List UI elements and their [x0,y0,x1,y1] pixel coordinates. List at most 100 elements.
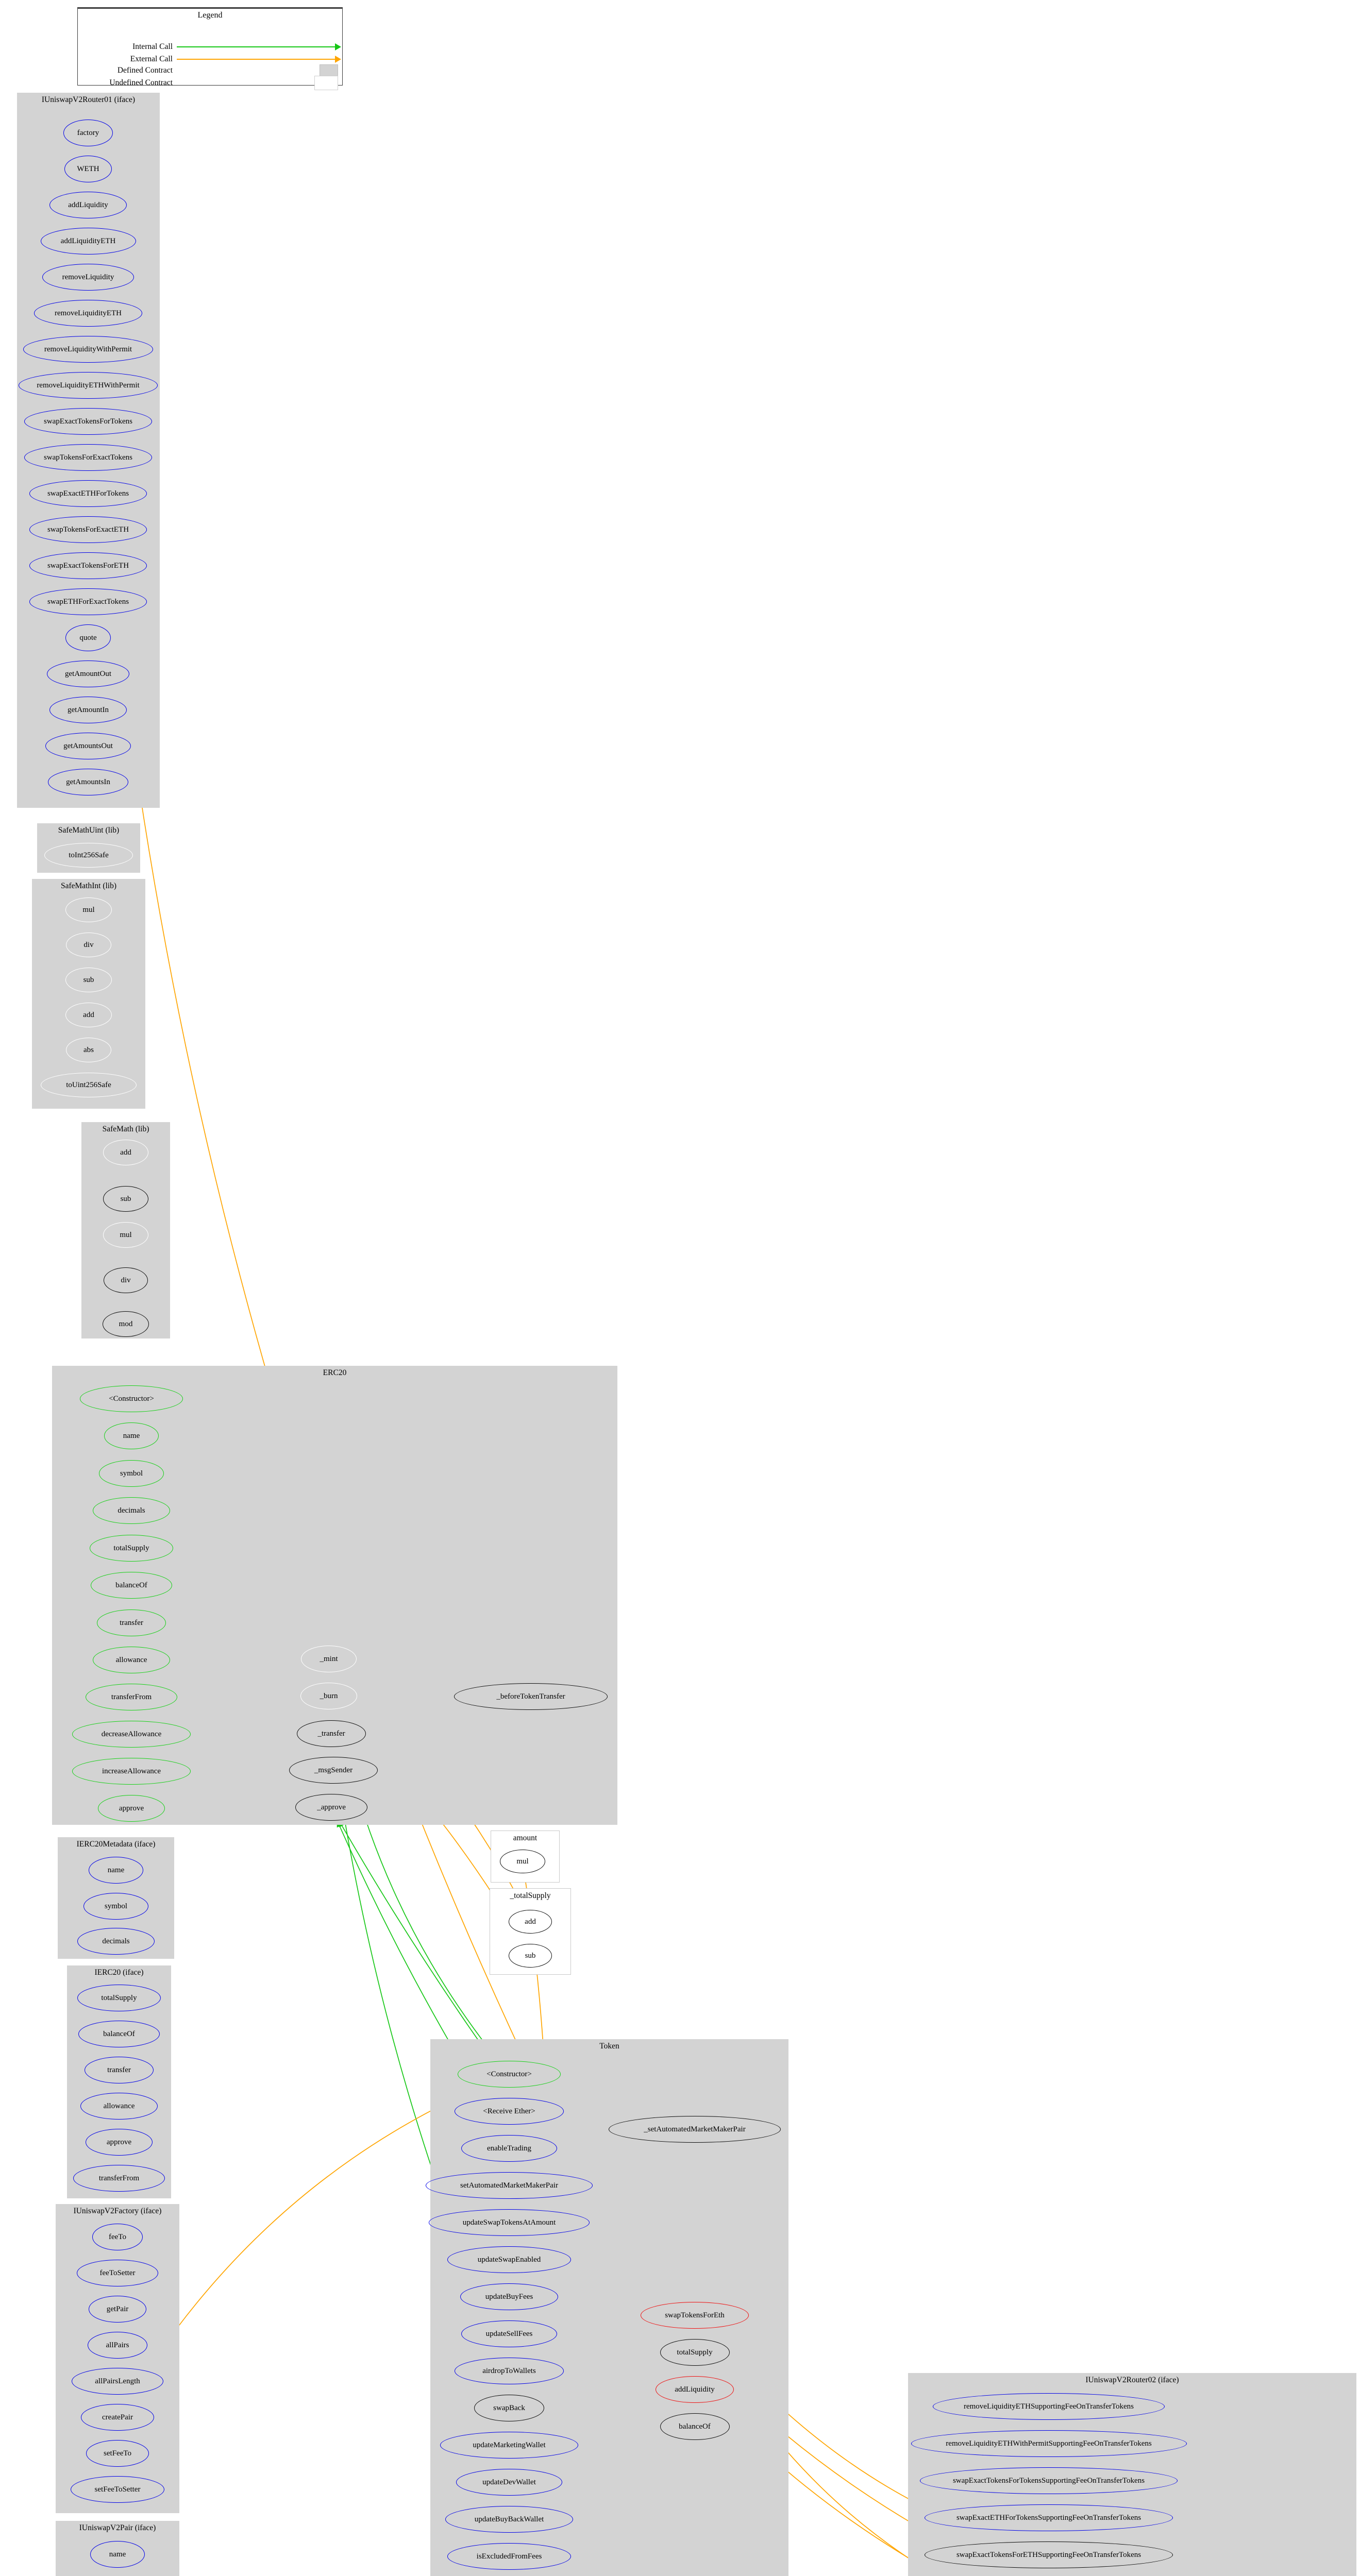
node-r1.swapTokensForExactTokens: swapTokensForExactTokens [24,444,152,471]
node-tok.enableTrading: enableTrading [461,2135,557,2162]
legend-title: Legend [197,11,223,20]
node-tok.swapTokensForEth: swapTokensForEth [641,2302,749,2329]
cluster-label-smi: SafeMathInt (lib) [60,882,117,890]
node-i20.transferFrom: transferFrom [73,2165,165,2192]
node-fac.allPairsLength: allPairsLength [72,2368,163,2395]
node-erc20.transferFrom: transferFrom [86,1684,177,1710]
node-i20.approve: approve [86,2129,153,2156]
node-erc20._approve: _approve [295,1794,367,1821]
node-erc20._burn: _burn [300,1683,357,1709]
cluster-label-r2: IUniswapV2Router02 (iface) [1085,2376,1179,2384]
node-erc20.name: name [104,1422,159,1449]
node-smi.mul: mul [65,897,112,922]
node-r1.getAmountsIn: getAmountsIn [48,769,128,795]
node-r1.swapExactETHForTokens: swapExactETHForTokens [29,480,147,507]
node-meta.symbol: symbol [83,1893,148,1920]
node-tok.updateMarketingWallet: updateMarketingWallet [440,2432,578,2459]
node-r2.removeLiqPermitFee: removeLiquidityETHWithPermitSupportingFe… [911,2430,1187,2457]
node-fac.feeToSetter: feeToSetter [77,2260,158,2286]
node-erc20.totalSupply: totalSupply [90,1535,173,1562]
node-r1.removeLiquidityWithPermit: removeLiquidityWithPermit [23,336,153,363]
node-tok.isExcludedFromFees: isExcludedFromFees [447,2543,571,2570]
node-r2.swapTokETHFee: swapExactTokensForETHSupportingFeeOnTran… [925,2541,1173,2568]
node-meta.name: name [89,1857,143,1884]
node-i20.allowance: allowance [80,2093,158,2120]
node-smi.abs: abs [66,1038,111,1062]
node-smi.div: div [66,933,111,957]
node-r1.factory: factory [63,120,113,146]
node-fac.setFeeTo: setFeeTo [86,2440,149,2467]
node-erc20._beforeTokenTransfer: _beforeTokenTransfer [454,1683,608,1710]
node-tok._setAMM: _setAutomatedMarketMakerPair [609,2116,781,2143]
node-r1.addLiquidityETH: addLiquidityETH [40,228,136,255]
node-tok.updateSwapEnabled: updateSwapEnabled [447,2246,571,2273]
node-r1.WETH: WETH [64,156,112,182]
legend-internal-call-label: Internal Call [132,42,173,51]
node-r2.swapETHTokFee: swapExactETHForTokensSupportingFeeOnTran… [925,2504,1173,2531]
internal-call-arrow-icon [176,41,342,53]
node-smu.toInt256Safe: toInt256Safe [44,843,133,868]
node-erc20.transfer: transfer [97,1609,166,1636]
node-i20.balanceOf: balanceOf [78,2021,160,2047]
legend-external-call-label: External Call [130,55,173,63]
node-erc20.approve: approve [98,1795,165,1822]
cluster-fac: IUniswapV2Factory (iface) [56,2204,179,2513]
node-erc20.increaseAllowance: increaseAllowance [72,1758,191,1785]
node-fac.setFeeToSetter: setFeeToSetter [71,2476,164,2503]
cluster-label-fac: IUniswapV2Factory (iface) [73,2207,162,2215]
node-meta.decimals: decimals [77,1928,155,1955]
node-tok.totalSupply: totalSupply [660,2339,730,2366]
node-tok.updateDevWallet: updateDevWallet [456,2469,562,2496]
node-i20.totalSupply: totalSupply [77,1985,161,2011]
node-tok.updateBuyFees: updateBuyFees [460,2283,558,2310]
node-r2.removeLiqFee: removeLiquidityETHSupportingFeeOnTransfe… [933,2393,1165,2420]
node-r1.swapExactTokensForTokens: swapExactTokensForTokens [24,408,152,435]
node-tok.receive: <Receive Ether> [455,2098,564,2125]
cluster-label-r1: IUniswapV2Router01 (iface) [41,95,136,104]
undefined-contract-swatch [314,76,338,90]
node-r1.addLiquidity: addLiquidity [49,192,127,218]
cluster-label-meta: IERC20Metadata (iface) [76,1840,156,1849]
node-erc20.decreaseAllowance: decreaseAllowance [72,1721,191,1748]
node-smi.sub: sub [65,968,112,992]
node-fac.createPair: createPair [81,2404,154,2431]
node-ts.sub: sub [509,1944,552,1968]
node-erc20._transfer: _transfer [297,1720,366,1747]
node-smi.toUint256Safe: toUint256Safe [41,1073,137,1097]
cluster-label-tok: Token [599,2042,619,2050]
node-erc20._msgSender: _msgSender [289,1757,378,1784]
node-r1.removeLiquidityETH: removeLiquidityETH [34,300,142,327]
node-r1.swapTokensForExactETH: swapTokensForExactETH [29,516,147,543]
node-erc20.ctor: <Constructor> [80,1385,183,1412]
node-erc20.allowance: allowance [93,1647,170,1673]
node-amt.mul: mul [500,1850,545,1873]
node-sm.mul: mul [103,1222,148,1248]
cluster-label-i20: IERC20 (iface) [94,1968,144,1977]
node-fac.feeTo: feeTo [92,2224,143,2250]
node-ts.add: add [509,1910,552,1934]
external-call-arrow-icon [176,53,342,65]
defined-contract-swatch [320,64,338,77]
cluster-label-ts: _totalSupply [510,1891,551,1900]
node-r1.removeLiquidityETHWithPermit: removeLiquidityETHWithPermit [19,372,158,399]
node-fac.getPair: getPair [89,2296,146,2323]
node-i20.transfer: transfer [85,2057,154,2083]
node-sm.div: div [104,1267,148,1293]
cluster-label-erc20: ERC20 [323,1368,347,1377]
node-erc20.decimals: decimals [93,1497,170,1524]
node-tok.airdropToWallets: airdropToWallets [455,2358,564,2384]
node-erc20.balanceOf: balanceOf [91,1572,172,1599]
node-r1.removeLiquidity: removeLiquidity [42,264,134,291]
node-sm.mod: mod [103,1311,149,1337]
node-tok.balanceOf: balanceOf [660,2413,730,2440]
node-tok.setAMM: setAutomatedMarketMakerPair [426,2172,593,2199]
legend-undefined-contract-label: Undefined Contract [109,78,173,87]
node-tok.updateSwapTokensAtAmount: updateSwapTokensAtAmount [429,2209,590,2236]
node-erc20._mint: _mint [301,1646,357,1672]
node-r1.quote: quote [65,624,111,651]
node-tok.updateBuyBackWallet: updateBuyBackWallet [445,2506,573,2533]
node-r1.swapExactTokensForETH: swapExactTokensForETH [29,552,147,579]
cluster-label-amt: amount [513,1834,538,1842]
node-r1.getAmountsOut: getAmountsOut [45,733,131,759]
